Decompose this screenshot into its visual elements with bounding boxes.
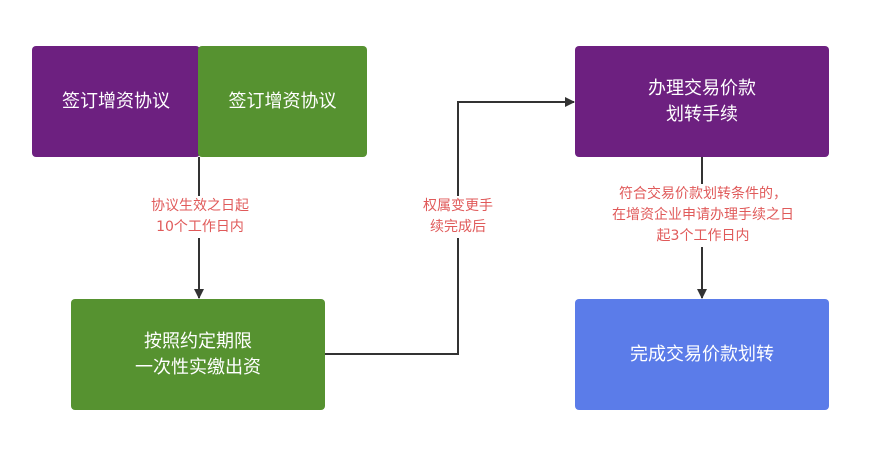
node-handle-transfer[interactable]: 办理交易价款 划转手续 bbox=[575, 46, 829, 157]
node-complete-transfer[interactable]: 完成交易价款划转 bbox=[575, 299, 829, 410]
edge-label-pay-to-handle: 权属变更手 续完成后 bbox=[408, 196, 508, 238]
edge-label-handle-to-complete: 符合交易价款划转条件的， 在增资企业申请办理手续之日 起3个工作日内 bbox=[578, 184, 828, 247]
node-sign-agreement-b[interactable]: 签订增资协议 bbox=[198, 46, 367, 157]
node-pay-capital[interactable]: 按照约定期限 一次性实缴出资 bbox=[71, 299, 325, 410]
node-sign-agreement-a[interactable]: 签订增资协议 bbox=[32, 46, 200, 157]
edge-label-sign-to-pay: 协议生效之日起 10个工作日内 bbox=[130, 196, 270, 238]
